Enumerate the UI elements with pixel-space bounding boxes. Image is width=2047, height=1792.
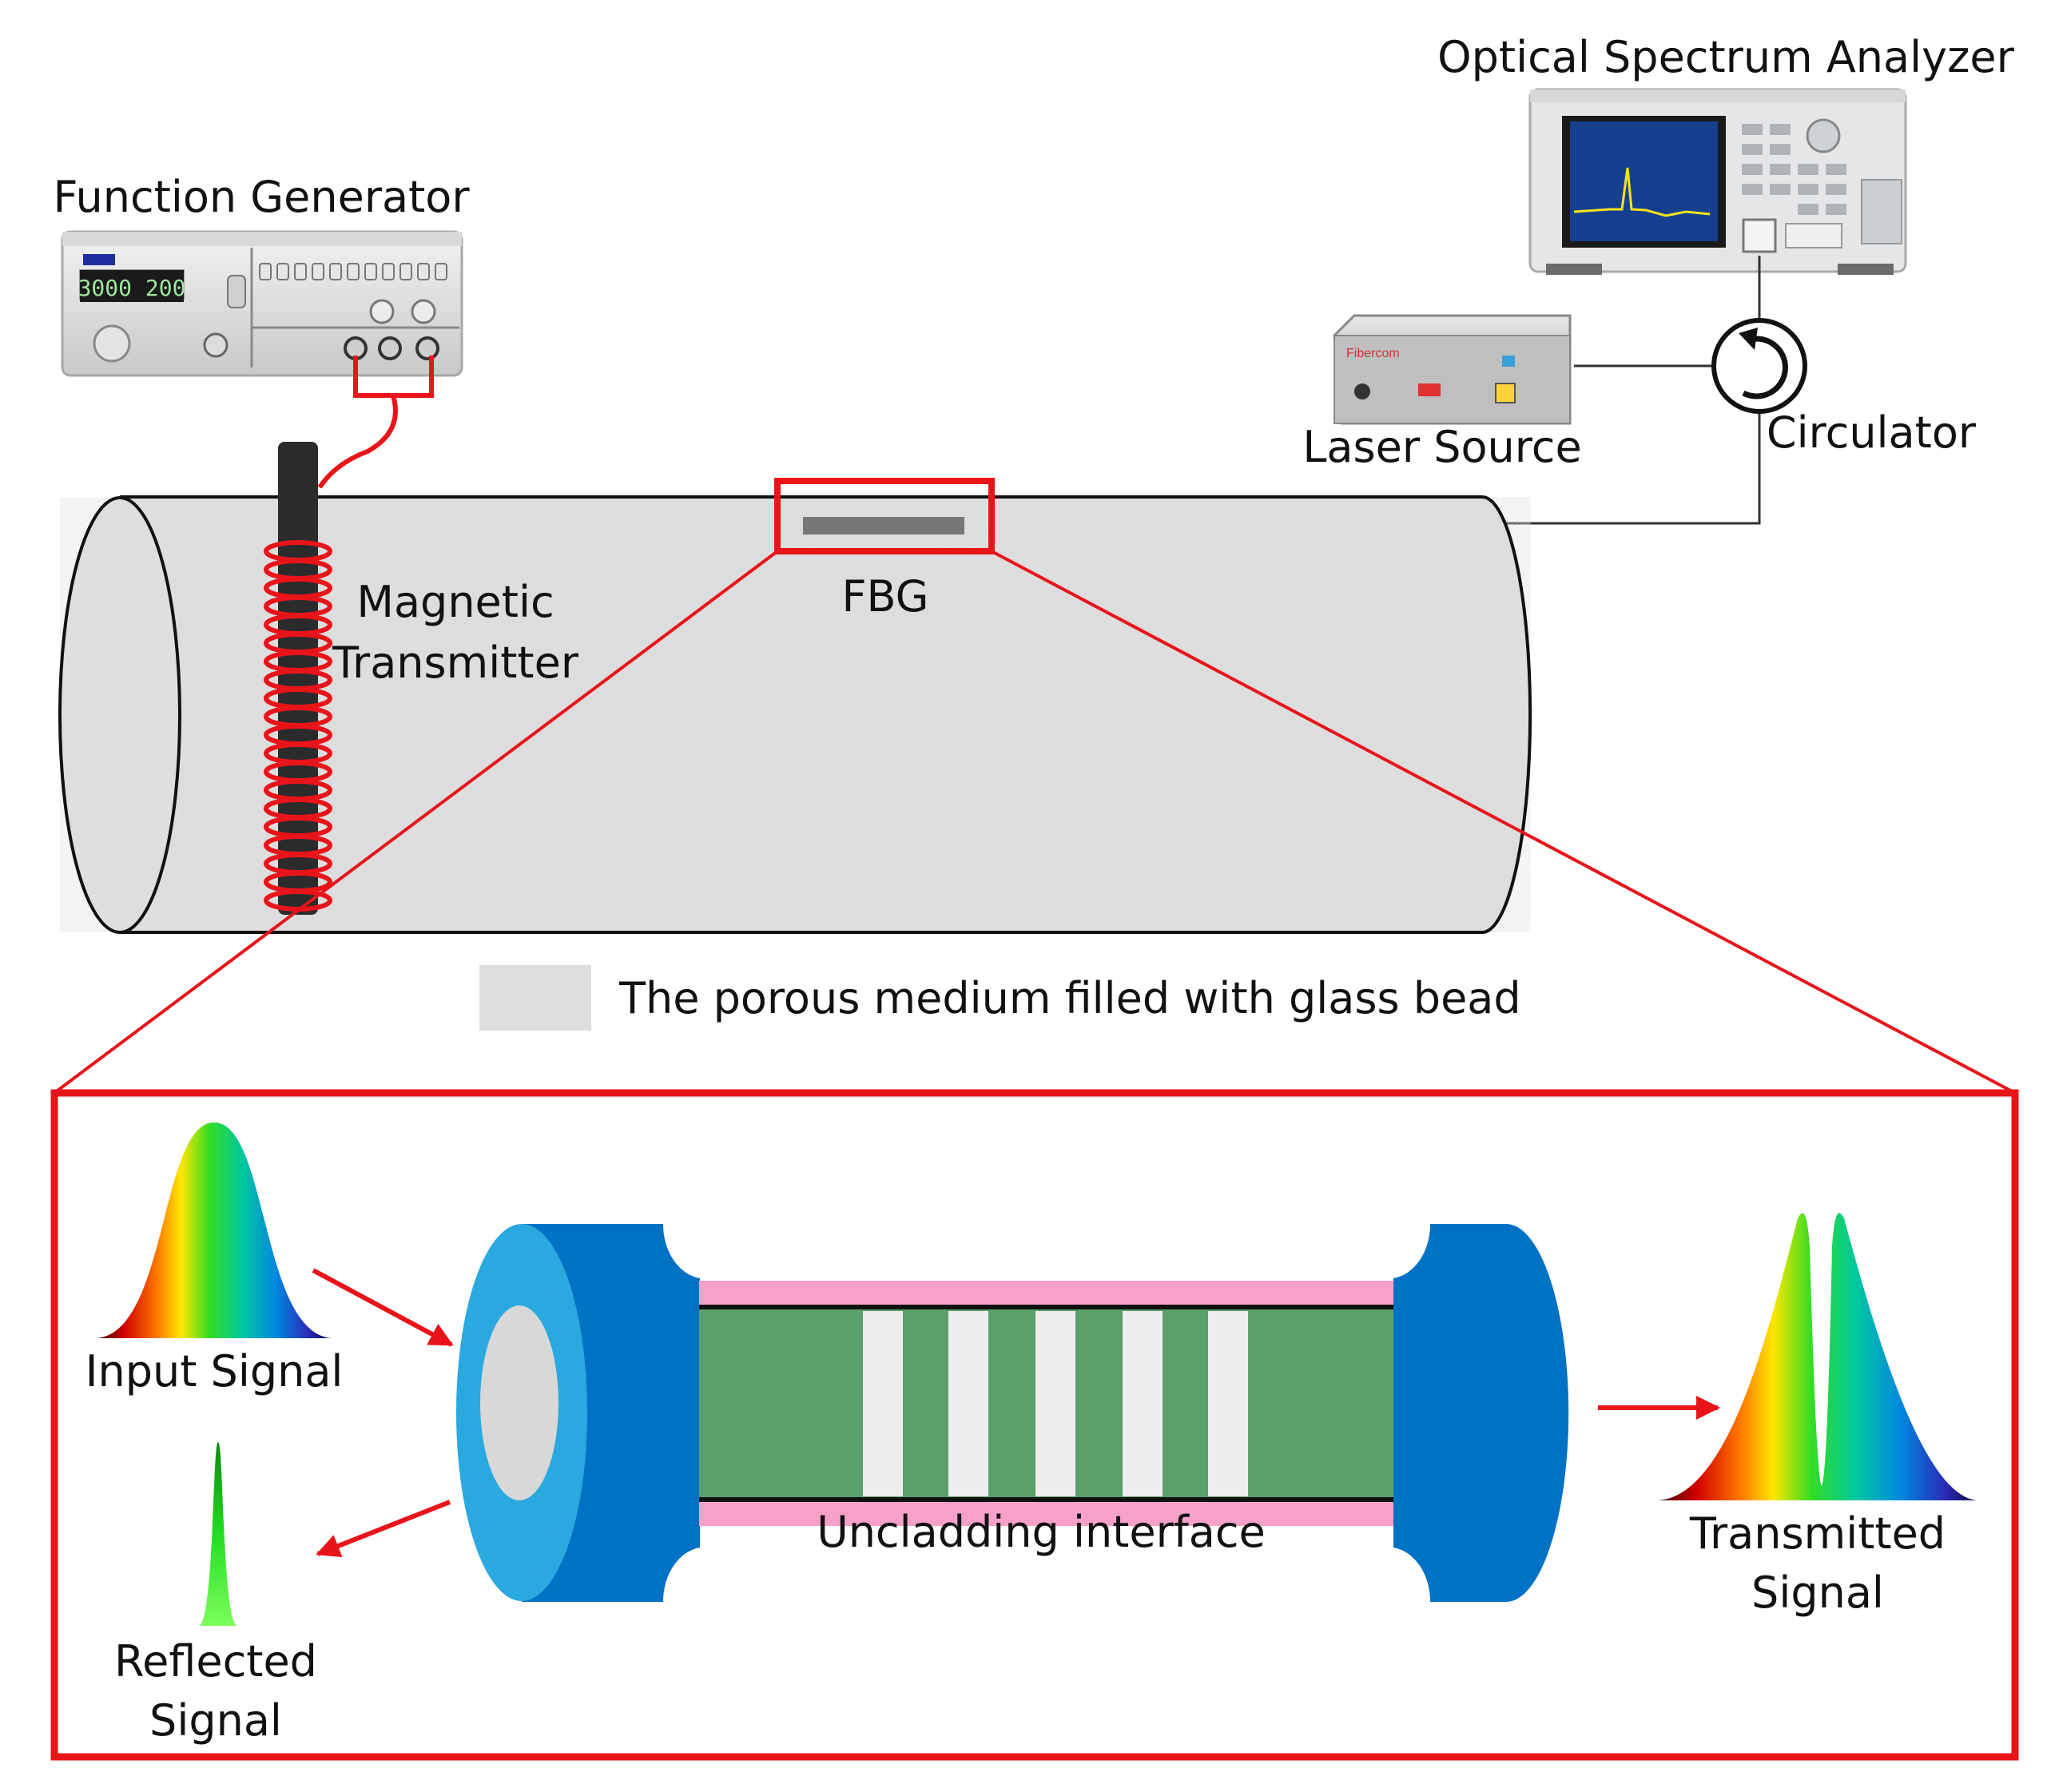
osa-label: Optical Spectrum Analyzer bbox=[1437, 32, 2015, 82]
input-signal-label: Input Signal bbox=[85, 1346, 344, 1397]
transmitted-signal-spectrum bbox=[1658, 1213, 1977, 1500]
function-generator-device: 3000 200 bbox=[61, 230, 463, 377]
reflected-signal-label-line2: Signal bbox=[149, 1695, 282, 1746]
input-signal-spectrum bbox=[96, 1122, 332, 1338]
optical-spectrum-analyzer-device bbox=[1528, 88, 1907, 275]
zoom-callout-lines bbox=[53, 550, 2016, 1095]
fbg-fiber-illustration bbox=[456, 1224, 1569, 1603]
magnetic-transmitter bbox=[264, 442, 332, 915]
reflected-signal-label-line1: Reflected bbox=[114, 1636, 317, 1687]
circulator-icon bbox=[1711, 318, 1807, 414]
uncladding-interface-label: Uncladding interface bbox=[817, 1507, 1266, 1557]
fbg-label: FBG bbox=[841, 571, 928, 622]
porous-medium-legend-label: The porous medium filled with glass bead bbox=[618, 973, 1521, 1023]
svg-text:Fibercom: Fibercom bbox=[1346, 347, 1400, 360]
grating-bands bbox=[863, 1311, 1248, 1496]
transmitted-signal-label-line2: Signal bbox=[1751, 1568, 1884, 1618]
input-arrow bbox=[312, 1268, 454, 1347]
function-generator-label: Function Generator bbox=[53, 172, 470, 222]
circulator-label: Circulator bbox=[1767, 407, 1977, 458]
generator-cable bbox=[317, 356, 434, 489]
magnetic-transmitter-label-line2: Transmitter bbox=[332, 638, 579, 688]
function-generator-display: 3000 200 bbox=[78, 275, 186, 301]
fbg-sensor bbox=[774, 478, 995, 554]
porous-medium-cylinder bbox=[58, 495, 1532, 934]
transmitted-signal-label-line1: Transmitted bbox=[1689, 1508, 1946, 1559]
magnetic-transmitter-label-line1: Magnetic bbox=[356, 577, 554, 627]
reflected-signal-spectrum bbox=[200, 1442, 236, 1626]
laser-source-device: Fibercom bbox=[1333, 314, 1572, 425]
laser-source-label: Laser Source bbox=[1302, 422, 1581, 472]
porous-medium-legend-swatch bbox=[479, 965, 591, 1031]
reflected-arrow bbox=[316, 1500, 451, 1558]
